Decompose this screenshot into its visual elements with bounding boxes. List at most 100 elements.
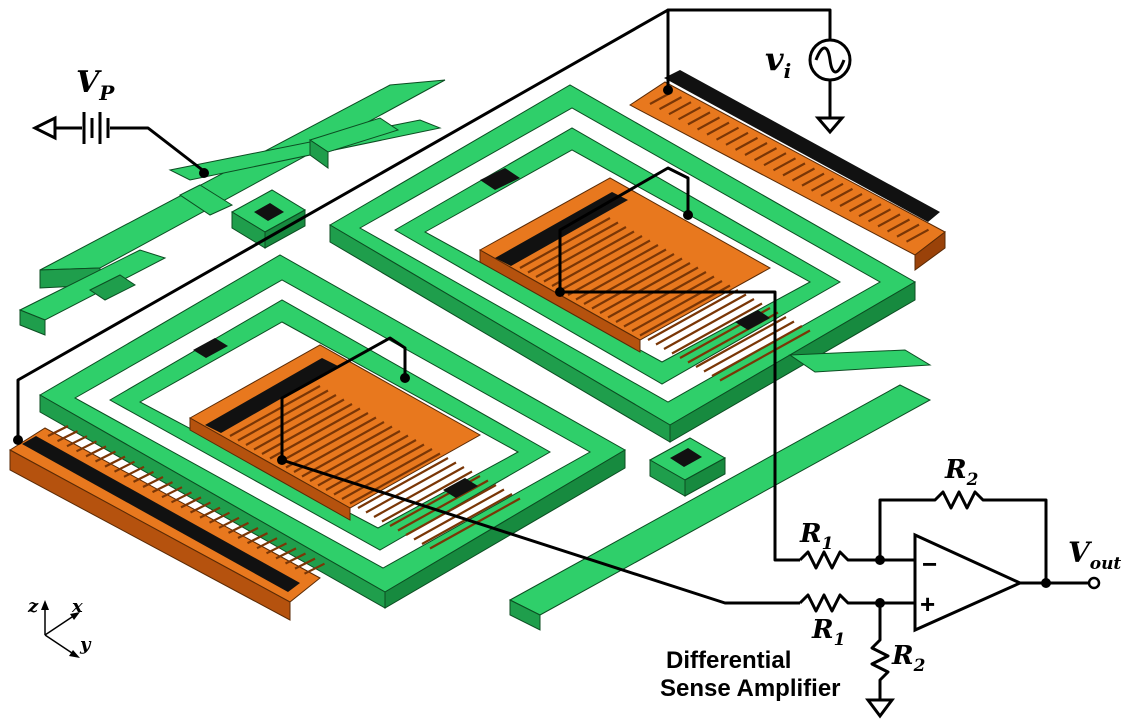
comb-finger (341, 448, 433, 500)
comb-finger (275, 547, 297, 560)
axis-y-label: y (79, 634, 92, 655)
comb-finger (381, 470, 473, 523)
vp-label: VP (76, 65, 115, 105)
axis-triad (41, 600, 80, 658)
comb-finger (47, 425, 69, 437)
comb-finger (114, 460, 135, 473)
comb-finger (559, 239, 651, 292)
comb-finger (820, 182, 844, 197)
comb-finger (772, 157, 797, 172)
comb-finger (245, 394, 337, 446)
comb-finger (199, 506, 221, 519)
comb-finger (658, 96, 683, 111)
comb-finger (229, 385, 321, 437)
comb-finger (719, 329, 811, 382)
comb-finger (647, 289, 739, 341)
comb-finger (527, 221, 619, 274)
amp-caption-line2: Sense Amplifier (660, 675, 841, 702)
comb-finger (744, 142, 768, 156)
comb-finger (228, 521, 249, 534)
comb-finger (269, 407, 361, 460)
comb-finger (706, 121, 730, 136)
comb-finger (671, 302, 763, 355)
comb-finger (294, 557, 316, 570)
opamp-plus-label: + (920, 589, 935, 619)
comb-finger (293, 421, 385, 473)
comb-finger (218, 516, 240, 529)
comb-finger (687, 111, 711, 126)
comb-finger (304, 562, 325, 575)
comb-finger (703, 320, 795, 373)
comb-finger (142, 476, 164, 488)
comb-finger (668, 101, 692, 116)
comb-finger (753, 147, 778, 162)
comb-finger (535, 226, 627, 278)
comb-finger (285, 416, 377, 469)
comb-finger (782, 162, 806, 177)
comb-finger (256, 537, 278, 550)
comb-finger (801, 172, 825, 187)
comb-finger (66, 435, 88, 448)
comb-finger (663, 298, 755, 350)
comb-finger (349, 452, 441, 505)
comb-finger (237, 527, 259, 539)
comb-finger (95, 450, 116, 463)
comb-finger (896, 223, 920, 238)
comb-finger (209, 511, 230, 524)
comb-finger (631, 280, 723, 332)
circuit-wiring (13, 8, 832, 605)
r1-top-label: R1 (799, 519, 833, 554)
comb-finger (161, 486, 183, 499)
comb-finger (266, 542, 287, 555)
comb-finger (261, 403, 353, 455)
comb-finger (639, 284, 731, 337)
comb-finger (867, 208, 892, 223)
comb-finger (858, 203, 882, 218)
comb-finger (677, 106, 702, 121)
r2-bottom-label: R2 (891, 641, 926, 676)
comb-finger (76, 440, 97, 453)
comb-finger (152, 481, 173, 494)
comb-finger (123, 465, 145, 478)
comb-finger (253, 398, 345, 451)
opamp-minus-label: − (922, 549, 937, 579)
comb-finger (180, 496, 202, 509)
comb-finger (567, 244, 659, 296)
comb-finger (405, 484, 497, 536)
comb-finger (623, 275, 715, 328)
comb-finger (711, 325, 803, 377)
top-right-outer-comb (629, 70, 946, 271)
comb-finger (333, 443, 425, 496)
comb-finger (905, 228, 930, 243)
comb-finger (373, 466, 465, 518)
comb-finger (734, 136, 759, 151)
comb-finger (829, 187, 854, 202)
comb-finger (591, 257, 683, 310)
upper-right-proof-mass (329, 84, 917, 443)
bottom-left-outer-comb (9, 425, 325, 621)
amp-caption-line1: Differential (666, 647, 791, 674)
comb-finger (725, 131, 749, 146)
comb-finger (397, 479, 489, 532)
comb-finger (583, 253, 675, 305)
comb-finger (57, 430, 78, 443)
differential-amplifier (798, 490, 1101, 719)
comb-finger (791, 167, 816, 182)
comb-finger (171, 491, 192, 504)
comb-finger (301, 425, 393, 478)
comb-finger (277, 412, 369, 464)
comb-finger (715, 126, 740, 141)
comb-finger (325, 439, 417, 491)
comb-finger (886, 218, 911, 233)
comb-finger (599, 262, 691, 314)
comb-finger (551, 235, 643, 287)
comb-finger (357, 457, 449, 509)
axis-x-label: x (71, 596, 83, 617)
comb-finger (839, 193, 863, 207)
anchor-top-left (231, 189, 306, 249)
comb-finger (365, 461, 457, 514)
lower-left-proof-mass (38, 254, 626, 609)
comb-finger (413, 488, 505, 541)
vi-label: vi (765, 40, 791, 83)
